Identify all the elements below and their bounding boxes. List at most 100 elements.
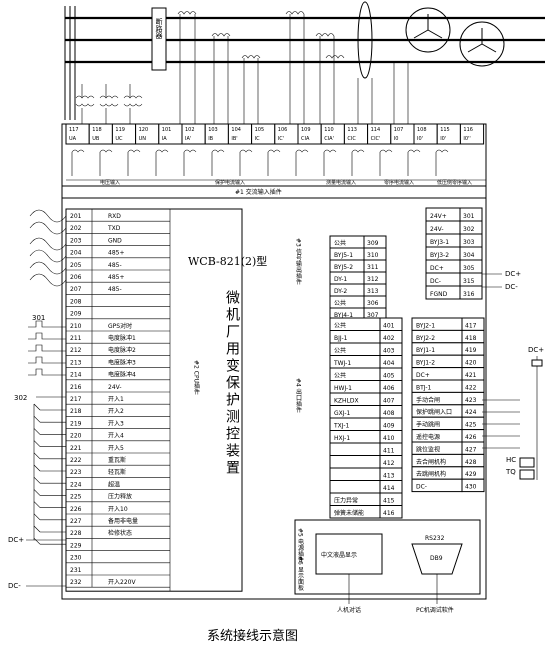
cpu-terminal-number: 230 [70, 555, 82, 562]
signal-mid-number: 307 [367, 312, 379, 319]
ac-terminal-label: CIA [301, 136, 310, 142]
cpu-terminal-number: 212 [70, 347, 82, 354]
ac-terminal-label: UA [69, 136, 77, 142]
exit-mid-cell [329, 455, 381, 469]
exit-mid-function: 压力异常 [334, 497, 358, 505]
exit-mid-number: 409 [383, 423, 395, 430]
right-dc-plus-2: DC+ [528, 346, 544, 354]
ac-terminal-label: I0' [440, 136, 446, 142]
exit-mid-number: 416 [383, 510, 395, 517]
cpu-terminal-number: 225 [70, 494, 82, 501]
exit-mid-function: 公共 [334, 372, 346, 380]
exit-right-number: 422 [465, 384, 477, 391]
twisted-pair-icon [29, 261, 67, 275]
exit-mid-cell [329, 442, 381, 456]
cpu-terminal-number: 224 [70, 481, 82, 488]
ac-terminal-label: I0' [417, 136, 423, 142]
exit-right-function: 手动跳闸 [416, 421, 440, 429]
ac-group-label: 零序电流输入 [384, 179, 414, 186]
switch-contact-icon [33, 403, 41, 411]
cpu-terminal-number: 229 [70, 542, 82, 549]
human-io-label: 人机对话 [337, 606, 361, 614]
pt-coils [75, 84, 143, 124]
signal-plugin-label: #3 信号输出插件 [295, 238, 302, 286]
cpu-terminal-function: 重瓦斯 [108, 456, 126, 464]
ac-terminal-label: IC' [278, 136, 284, 142]
cpu-terminal-function: 开入2 [108, 408, 124, 415]
ac-terminal-label: UB [92, 136, 100, 142]
right-dc-minus: DC- [505, 283, 518, 291]
ac-terminal-number: 105 [255, 127, 265, 133]
cpu-terminal-number: 217 [70, 396, 82, 403]
exit-mid-number: 403 [383, 348, 395, 355]
cpu-terminal-function: RXD [108, 213, 121, 220]
signal-right-function: 24V+ [430, 213, 447, 220]
exit-right-number: 421 [465, 372, 477, 379]
exit-mid-function: HWJ-1 [334, 385, 352, 392]
ct-winding-icon [379, 149, 393, 153]
signal-right-function: DC+ [430, 265, 444, 272]
exit-right-number: 427 [465, 446, 477, 453]
switch-contact-icon [33, 537, 41, 545]
switch-contact-icon [33, 476, 41, 484]
pulse-icon [28, 368, 66, 376]
cpu-terminal-number: 231 [70, 567, 82, 574]
ac-terminal-number: 102 [185, 127, 195, 133]
signal-right-function: BYJ3-2 [430, 252, 449, 259]
cpu-terminal-number: 204 [70, 250, 82, 257]
cpu-terminal-number: 211 [70, 335, 82, 342]
ac-plugin-label: #1 交流输入插件 [235, 188, 282, 196]
hc-coil-icon [519, 457, 535, 468]
cpu-terminal-number: 226 [70, 506, 82, 513]
exit-right-number: 425 [465, 422, 477, 429]
cpu-terminal-function: 电度脉冲4 [108, 371, 136, 379]
cpu-terminal-number: 201 [70, 213, 82, 220]
exit-plugin-label: #4 出口插件 [295, 378, 302, 414]
exit-right-number: 429 [465, 471, 477, 478]
signal-mid-number: 310 [367, 252, 379, 259]
exit-right-function: 保护跳闸入口 [416, 408, 452, 416]
exit-right-number: 423 [465, 397, 477, 404]
exit-mid-cell [329, 467, 381, 481]
cpu-terminal-number: 208 [70, 298, 82, 305]
twisted-pair-icon [29, 237, 67, 251]
rs232-label: RS232 [425, 535, 445, 542]
ct-drops [179, 14, 409, 124]
exit-mid-number: 401 [383, 323, 395, 330]
signal-right-function: BYJ3-1 [430, 239, 449, 246]
cpu-terminal-number: 232 [70, 579, 82, 586]
cpu-terminal-number: 216 [70, 384, 82, 391]
ac-terminal-label: CIC' [371, 136, 381, 142]
ac-terminal-number: 108 [417, 127, 427, 133]
ac-terminal-label: IA [162, 136, 167, 142]
exit-mid-number: 411 [383, 448, 395, 455]
cpu-terminal-function: 电度脉冲2 [108, 346, 136, 354]
exit-mid-number: 413 [383, 473, 395, 480]
transformer-symbol [405, 7, 505, 67]
left-dc-minus: DC- [8, 582, 21, 590]
exit-mid-number: 405 [383, 373, 395, 380]
switch-contact-icon [33, 464, 41, 472]
ct-winding-icon [155, 149, 169, 153]
cpu-terminal-function: 24V- [108, 384, 122, 391]
ac-terminal-label: I0'' [463, 136, 470, 142]
ac-terminal-label: I0 [394, 136, 399, 142]
cpu-terminal-function: 轻瓦斯 [108, 468, 126, 476]
lcd-label: 中文液晶显示 [321, 551, 357, 559]
cpu-terminal-function: 开入3 [108, 420, 124, 427]
ac-terminal-number: 119 [115, 127, 125, 133]
cpu-terminal-function: 485- [108, 286, 122, 293]
exit-right-number: 418 [465, 335, 477, 342]
db9-label: DB9 [430, 555, 443, 562]
cpu-terminal-function: TXD [107, 225, 121, 232]
exit-mid-function: 弹簧未储能 [334, 509, 364, 517]
ct-winding-icon [351, 149, 365, 153]
exit-mid-number: 412 [383, 460, 395, 467]
signal-right-function: DC- [430, 278, 441, 285]
exit-mid-number: 410 [383, 435, 395, 442]
ac-terminal-number: 115 [440, 127, 450, 133]
ac-terminal-label: UN [139, 136, 147, 142]
cpu-terminal-function: GPS对时 [108, 322, 132, 330]
ac-group-labels: 电压输入保护电流输入测量电流输入零序电流输入低压侧零序输入 [66, 149, 486, 186]
ac-terminal-number: 104 [231, 127, 241, 133]
